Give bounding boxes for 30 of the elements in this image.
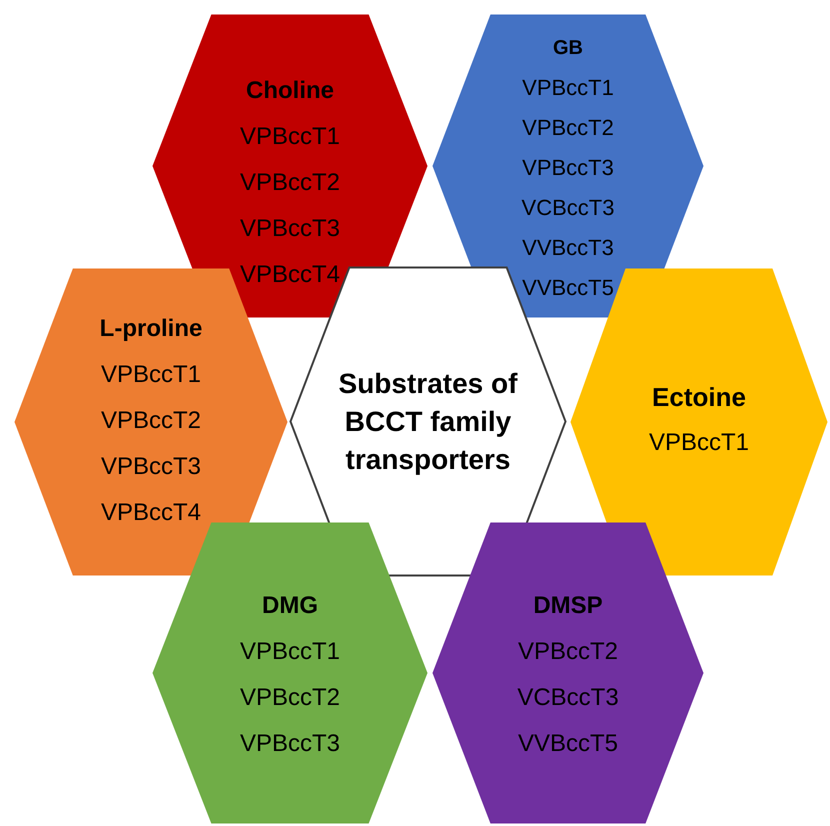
substrate-heading: DMG [262,591,318,621]
transporter-name: VVBccT5 [518,729,618,759]
transporter-name: VPBccT3 [240,214,340,244]
transporter-name: VPBccT3 [240,729,340,759]
substrate-heading: L-proline [100,314,202,344]
transporter-name: VPBccT4 [100,498,202,528]
substrate-heading: DMSP [533,591,603,621]
transporter-name: VPBccT1 [100,360,202,390]
transporter-name: VVBccT3 [522,234,614,262]
center-title: Substrates of BCCT family transporters [338,366,518,477]
transporter-name: VVBccT5 [522,274,614,302]
substrate-heading: GB [553,36,583,61]
transporter-name: VPBccT3 [100,452,202,482]
transporter-name: VPBccT3 [522,154,614,182]
substrate-heading: Choline [246,76,334,106]
transporter-name: VPBccT2 [518,637,618,667]
transporter-name: VPBccT2 [240,683,340,713]
hexagon-tile [430,520,706,826]
transporter-name: VPBccT1 [240,122,340,152]
substrate-heading: Ectoine [652,381,746,414]
transporter-name: VPBccT1 [648,428,750,458]
transporter-name: VPBccT1 [522,74,614,102]
transporter-name: VPBccT2 [100,406,202,436]
transporter-name: VPBccT2 [240,168,340,198]
transporter-name: VPBccT4 [240,260,340,290]
transporter-name: VCBccT3 [517,683,619,713]
transporter-name: VPBccT2 [522,114,614,142]
hexagon-tile [150,520,430,826]
transporter-name: VPBccT1 [240,637,340,667]
transporter-name: VCBccT3 [522,194,614,222]
